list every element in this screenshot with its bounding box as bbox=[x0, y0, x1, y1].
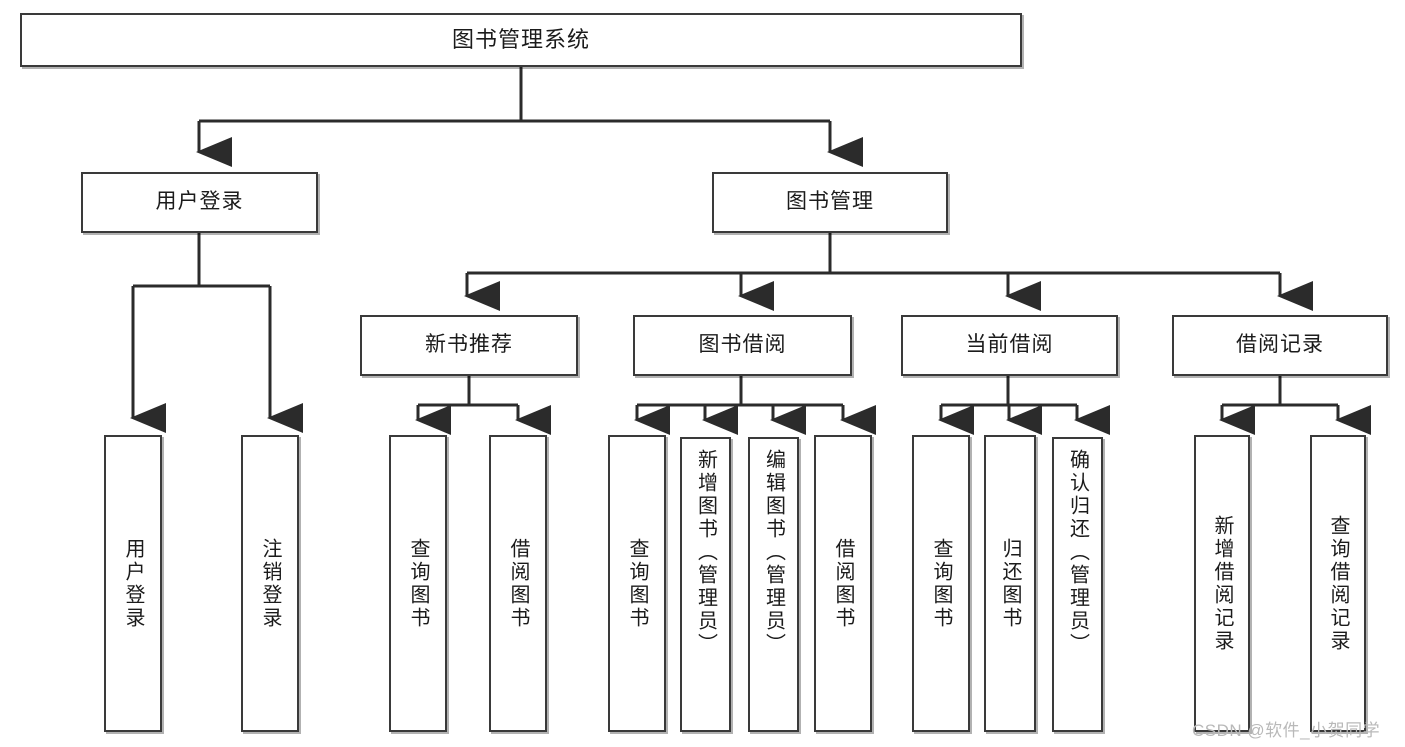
node-leaf-user-login[interactable]: 用户登录 bbox=[104, 435, 162, 732]
node-book-management[interactable]: 图书管理 bbox=[712, 172, 948, 233]
node-label: 新增借阅记录 bbox=[1211, 514, 1233, 653]
node-label: 确认归还（管理员） bbox=[1066, 449, 1089, 656]
node-current-borrow[interactable]: 当前借阅 bbox=[901, 315, 1118, 376]
node-root-book-management-system[interactable]: 图书管理系统 bbox=[20, 13, 1022, 67]
node-leaf-logout[interactable]: 注销登录 bbox=[241, 435, 299, 732]
node-leaf-query-book-borrow[interactable]: 查询图书 bbox=[608, 435, 666, 732]
csdn-watermark: CSDN @软件_小贺同学 bbox=[1192, 721, 1381, 740]
node-leaf-query-book-recommend[interactable]: 查询图书 bbox=[389, 435, 447, 732]
node-label: 查询图书 bbox=[626, 537, 648, 630]
node-leaf-borrow-book-recommend[interactable]: 借阅图书 bbox=[489, 435, 547, 732]
node-label: 图书管理 bbox=[786, 190, 874, 214]
node-leaf-add-borrow-record[interactable]: 新增借阅记录 bbox=[1194, 435, 1250, 732]
node-label: 查询图书 bbox=[930, 537, 952, 630]
node-leaf-borrow-book[interactable]: 借阅图书 bbox=[814, 435, 872, 732]
node-label: 归还图书 bbox=[999, 537, 1021, 630]
node-label: 图书借阅 bbox=[698, 333, 787, 357]
node-label: 新书推荐 bbox=[425, 333, 513, 357]
node-label: 新增图书（管理员） bbox=[694, 449, 717, 656]
node-label: 编辑图书（管理员） bbox=[762, 449, 785, 656]
node-label: 图书管理系统 bbox=[451, 27, 590, 53]
node-user-login[interactable]: 用户登录 bbox=[81, 172, 318, 233]
node-leaf-confirm-return-admin[interactable]: 确认归还（管理员） bbox=[1052, 437, 1103, 732]
node-label: 当前借阅 bbox=[965, 333, 1054, 357]
node-label: 用户登录 bbox=[155, 190, 244, 214]
node-leaf-return-book[interactable]: 归还图书 bbox=[984, 435, 1036, 732]
node-leaf-query-book-current[interactable]: 查询图书 bbox=[912, 435, 970, 732]
node-label: 借阅图书 bbox=[507, 537, 529, 630]
node-label: 借阅记录 bbox=[1236, 333, 1324, 357]
node-label: 借阅图书 bbox=[832, 537, 854, 630]
node-new-book-recommend[interactable]: 新书推荐 bbox=[360, 315, 578, 376]
node-leaf-add-book-admin[interactable]: 新增图书（管理员） bbox=[680, 437, 731, 732]
node-label: 注销登录 bbox=[259, 537, 281, 630]
node-label: 查询图书 bbox=[407, 537, 429, 630]
node-label: 用户登录 bbox=[122, 537, 144, 630]
node-leaf-edit-book-admin[interactable]: 编辑图书（管理员） bbox=[748, 437, 799, 732]
node-book-borrow[interactable]: 图书借阅 bbox=[633, 315, 852, 376]
node-leaf-query-borrow-record[interactable]: 查询借阅记录 bbox=[1310, 435, 1366, 732]
node-borrow-record[interactable]: 借阅记录 bbox=[1172, 315, 1388, 376]
node-label: 查询借阅记录 bbox=[1327, 514, 1349, 653]
